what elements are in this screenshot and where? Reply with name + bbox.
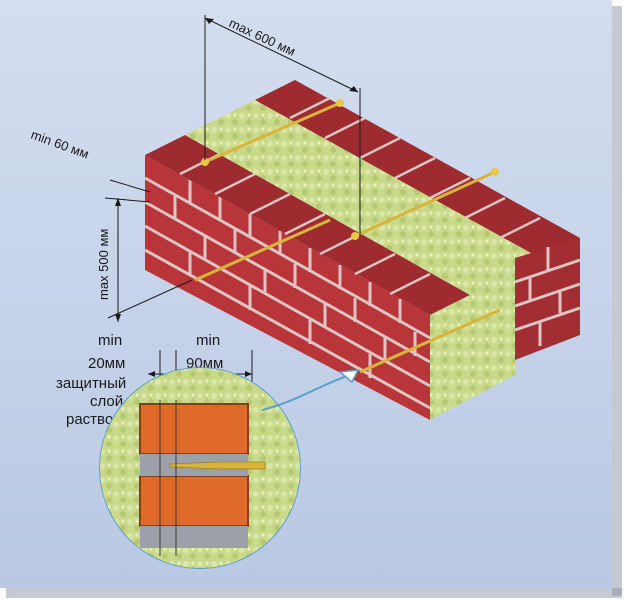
label-min-cover-value: 20мм: [88, 355, 125, 372]
brick-wall-front: [144, 155, 431, 420]
caption-line-1: защитный: [56, 375, 126, 392]
tie-anchor-icon: [194, 101, 501, 374]
caption-line-2: слой: [90, 393, 123, 410]
insulation-top: [185, 100, 540, 295]
insulation-side: [430, 270, 515, 420]
detail-callout: [99, 367, 301, 569]
brick-wall-top-right: [255, 80, 580, 258]
label-max-500: max 500 мм: [96, 229, 111, 300]
label-min-cover-word: min: [98, 332, 122, 349]
brick-wall-top-left: [145, 135, 470, 315]
label-min-embed-word: min: [196, 332, 220, 349]
callout-arrow-icon: [261, 374, 351, 411]
brick-wall-side: [515, 238, 580, 360]
